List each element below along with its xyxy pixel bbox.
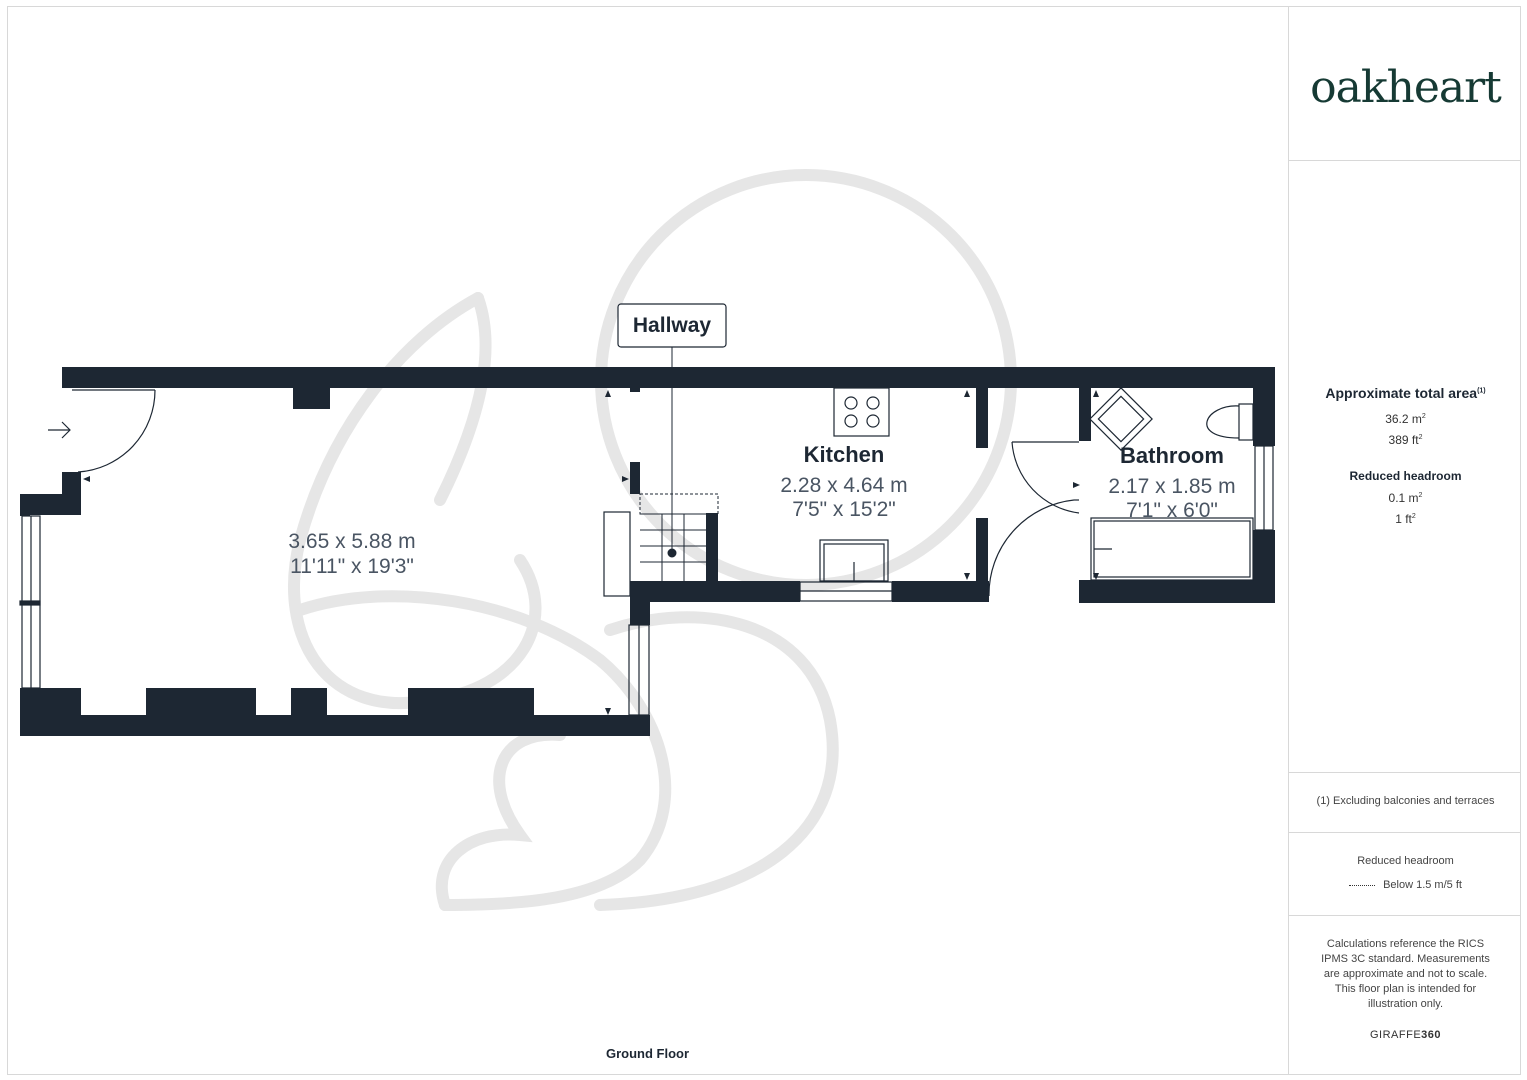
total-area-ft2: 389 ft2 [1289, 433, 1522, 447]
main-room-metric: 3.65 x 5.88 m [288, 530, 415, 553]
credit-suffix: 360 [1421, 1029, 1442, 1041]
staircase [639, 347, 719, 581]
hob-icon [833, 387, 890, 437]
squared-marker: 2 [1421, 413, 1426, 420]
measurement-markers [83, 390, 1099, 715]
reduced-headroom-m2-value: 0.1 m [1388, 491, 1419, 505]
info-sidebar: oakheart Approximate total area(1) 36.2 … [1288, 6, 1521, 1075]
squared-marker: 2 [1411, 513, 1416, 520]
bathroom-metric: 2.17 x 1.85 m [1108, 475, 1235, 498]
reduced-headroom-ft2-value: 1 ft [1395, 512, 1412, 526]
total-area-m2: 36.2 m2 [1289, 412, 1522, 426]
reduced-headroom-title: Reduced headroom [1349, 469, 1462, 483]
basin-icon [1089, 387, 1153, 451]
credit-prefix: GIRAFFE [1369, 1029, 1422, 1041]
reduced-headroom-ft2: 1 ft2 [1289, 512, 1522, 526]
oakheart-logo: oakheart [1310, 62, 1502, 113]
footnote-marker: (1) [1477, 387, 1486, 395]
legend-item: Below 1.5 m/5 ft [1289, 879, 1522, 891]
reduced-headroom-m2: 0.1 m2 [1289, 491, 1522, 505]
divider [1289, 160, 1521, 161]
divider [1289, 915, 1521, 916]
page-frame [7, 6, 1521, 1075]
total-area-title-text: Approximate total area [1325, 385, 1478, 401]
sink-icon [819, 539, 889, 582]
giraffe360-credit: GIRAFFE360 [1289, 1029, 1522, 1041]
bathtub-icon [1090, 517, 1254, 581]
hallway-label: Hallway [633, 314, 712, 337]
kitchen-metric: 2.28 x 4.64 m [780, 474, 907, 497]
doors [72, 389, 1080, 597]
divider [1289, 772, 1521, 773]
entry-arrow-icon [48, 421, 71, 439]
windows [19, 445, 1274, 716]
squared-marker: 2 [1418, 492, 1423, 499]
total-area-title: Approximate total area(1) [1289, 385, 1522, 401]
hallway-label-box [617, 303, 727, 348]
total-area-m2-value: 36.2 m [1385, 412, 1422, 426]
calculation-note: Calculations reference the RICS IPMS 3C … [1321, 938, 1490, 1010]
squared-marker: 2 [1418, 434, 1423, 441]
footnote-text: (1) Excluding balconies and terraces [1316, 795, 1495, 807]
divider [1289, 832, 1521, 833]
kitchen-imperial: 7'5" x 15'2" [792, 498, 896, 521]
bathroom-imperial: 7'1" x 6'0" [1126, 499, 1218, 522]
legend-item-text: Below 1.5 m/5 ft [1383, 879, 1462, 891]
kitchen-name: Kitchen [804, 442, 885, 467]
floor-label: Ground Floor [605, 1046, 690, 1061]
floor-plan: Hallway 3.65 x 5.88 m 11'11" x 19'3" Kit… [19, 169, 1275, 911]
dotted-line-icon [1349, 884, 1376, 886]
walls [20, 367, 1275, 736]
main-room-imperial: 11'11" x 19'3" [290, 555, 414, 578]
total-area-ft2-value: 389 ft [1388, 433, 1419, 447]
legend-title: Reduced headroom [1357, 855, 1454, 867]
bathroom-name: Bathroom [1120, 443, 1224, 468]
toilet-icon [1206, 403, 1254, 441]
